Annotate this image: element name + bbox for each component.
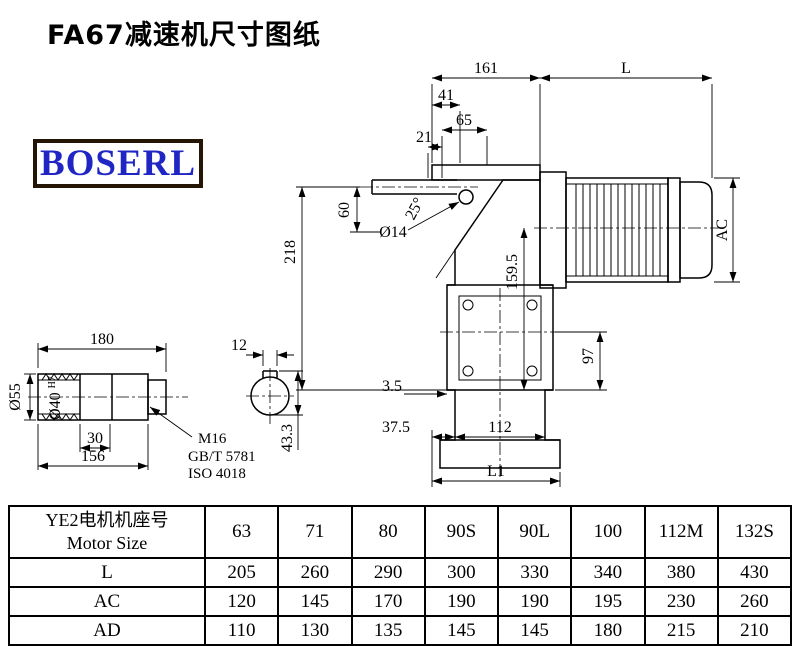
table-cell: 135 — [350, 615, 426, 646]
thread-callout-m16: M16 — [198, 431, 227, 447]
dim-AC-label: AC — [714, 219, 731, 241]
dim-159-5-label: 159.5 — [504, 254, 521, 290]
boserl-logo-text: BOSERL — [39, 143, 197, 184]
table-col-112m: 112M — [643, 505, 719, 559]
dim-25deg-label: 25° — [402, 195, 428, 223]
table-row-AD: AD 110 130 135 145 145 180 215 210 — [8, 615, 793, 646]
dim-dia14-label: Ø14 — [379, 224, 407, 241]
table-row-AC: AC 120 145 170 190 190 195 230 260 — [8, 586, 793, 617]
table-cell: 300 — [423, 557, 500, 588]
table-cell: 195 — [570, 586, 646, 617]
dim-161-label: 161 — [474, 60, 498, 77]
table-cell: 230 — [643, 586, 719, 617]
table-cell: 430 — [716, 557, 793, 588]
motor-size-table: YE2电机机座号 Motor Size 63 71 80 90S 90L 100… — [8, 505, 793, 646]
dim-dia40h7-label: Ø40 H7 — [47, 376, 64, 420]
dimension-drawing: 161 L 41 65 21 60 218 Ø14 25° AC 159.5 9… — [7, 60, 740, 487]
table-header-line2: Motor Size — [66, 533, 148, 553]
table-cell: 330 — [496, 557, 573, 588]
page-title: FA67减速机尺寸图纸 — [47, 20, 321, 51]
table-cell: 110 — [203, 615, 280, 646]
table-cell: 340 — [570, 557, 646, 588]
table-col-71: 71 — [277, 505, 353, 559]
dim-156-label: 156 — [81, 448, 105, 465]
table-row-L: L 205 260 290 300 330 340 380 430 — [8, 557, 793, 588]
dim-218-label: 218 — [282, 240, 299, 264]
thread-callout-gb-standard: GB/T 5781 — [188, 449, 256, 465]
table-cell: 190 — [423, 586, 500, 617]
dim-41-label: 41 — [438, 87, 454, 104]
shaft-detail-outline — [37, 370, 290, 421]
table-cell: 210 — [716, 615, 793, 646]
shaft-detail-dimension-lines — [24, 343, 303, 470]
table-row-label-L: L — [8, 557, 206, 588]
table-cell: 205 — [203, 557, 280, 588]
table-cell: 180 — [570, 615, 646, 646]
table-col-80: 80 — [350, 505, 426, 559]
dim-65-label: 65 — [456, 112, 472, 129]
dim-dia40-value: Ø40 — [47, 392, 64, 420]
dim-21-label: 21 — [416, 129, 432, 146]
table-cell: 260 — [277, 557, 353, 588]
table-row-label-AC: AC — [8, 586, 206, 617]
dim-60-label: 60 — [336, 202, 353, 218]
table-cell: 145 — [423, 615, 500, 646]
table-cell: 170 — [350, 586, 426, 617]
table-col-90l: 90L — [496, 505, 573, 559]
table-header-motor-size: YE2电机机座号 Motor Size — [8, 505, 206, 559]
table-col-132s: 132S — [716, 505, 793, 559]
table-cell: 145 — [277, 586, 353, 617]
table-cell: 145 — [496, 615, 573, 646]
thread-callout-iso-standard: ISO 4018 — [188, 466, 246, 482]
table-cell: 290 — [350, 557, 426, 588]
table-cell: 120 — [203, 586, 280, 617]
dim-dia55-label: Ø55 — [7, 383, 24, 411]
dim-43-3-label: 43.3 — [279, 424, 296, 452]
motor-outline — [539, 171, 713, 289]
table-col-100: 100 — [570, 505, 646, 559]
table-col-90s: 90S — [423, 505, 500, 559]
dim-3-5-label: 3.5 — [382, 378, 402, 395]
dim-12-label: 12 — [231, 337, 247, 354]
centerlines — [28, 186, 724, 478]
table-cell: 130 — [277, 615, 353, 646]
table-row-label-AD: AD — [8, 615, 206, 646]
dim-37-5-label: 37.5 — [382, 419, 410, 436]
dim-L-label: L — [621, 60, 631, 77]
dim-112-label: 112 — [488, 419, 511, 436]
table-cell: 215 — [643, 615, 719, 646]
table-cell: 260 — [716, 586, 793, 617]
dim-97-label: 97 — [580, 348, 597, 364]
table-header-line1: YE2电机机座号 — [45, 509, 169, 530]
dim-dia40-tolerance: H7 — [47, 376, 58, 388]
table-cell: 190 — [496, 586, 573, 617]
boserl-logo: BOSERL — [33, 139, 203, 188]
dim-30-label: 30 — [87, 430, 103, 447]
dim-L1-label: L1 — [487, 463, 505, 480]
dim-180-label: 180 — [90, 331, 114, 348]
table-cell: 380 — [643, 557, 719, 588]
dimension-lines — [296, 74, 740, 487]
table-col-63: 63 — [203, 505, 280, 559]
